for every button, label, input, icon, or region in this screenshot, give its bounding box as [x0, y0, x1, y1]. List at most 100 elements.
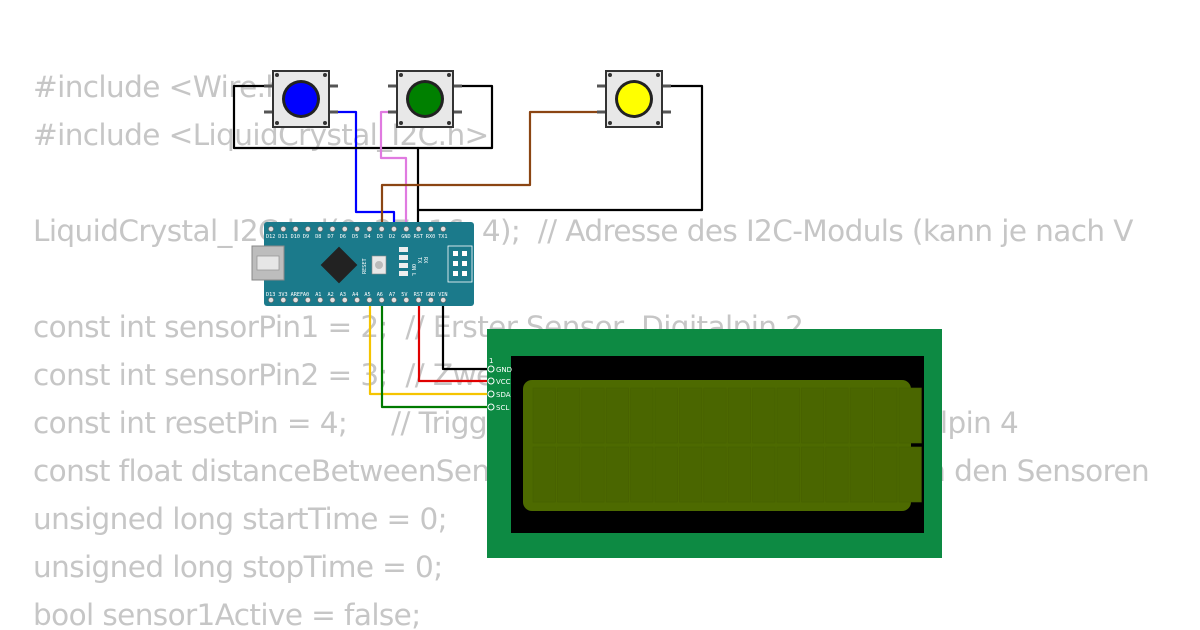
- lcd-char-cell: [679, 446, 703, 503]
- lcd-char-cell: [532, 387, 556, 444]
- wire-black-yellow-btn[interactable]: [416, 84, 704, 212]
- lcd-character-grid: [532, 387, 922, 503]
- pin-hole[interactable]: [354, 226, 360, 232]
- wire-brown[interactable]: [380, 110, 606, 230]
- pin-hole[interactable]: [268, 226, 274, 232]
- lcd-char-cell: [849, 446, 873, 503]
- lcd-pin-gnd[interactable]: [487, 365, 495, 373]
- pin-hole[interactable]: [366, 297, 373, 303]
- icsp-header: [447, 245, 473, 283]
- lcd-char-cell: [654, 387, 678, 444]
- pin-label: D5: [352, 234, 358, 240]
- pin-label: A3: [340, 292, 346, 298]
- pin-hole[interactable]: [354, 297, 360, 303]
- pin-hole[interactable]: [280, 226, 287, 232]
- button-cap: [285, 83, 317, 115]
- pin-hole[interactable]: [329, 297, 336, 303]
- lcd-char-cell: [825, 387, 849, 444]
- pin-label: A1: [315, 292, 321, 298]
- lcd-pin-label: GND: [496, 366, 512, 374]
- wire-black-gnd[interactable]: [441, 297, 496, 371]
- pin-label: GND: [426, 292, 435, 298]
- wire-black-left[interactable]: [232, 84, 420, 230]
- code-line: bool sensor1Active = false;: [33, 598, 421, 630]
- lcd-char-cell: [654, 446, 678, 503]
- wire-green-scl[interactable]: [380, 297, 496, 409]
- pin-hole[interactable]: [317, 226, 324, 232]
- lcd-char-cell: [727, 446, 751, 503]
- pin-hole[interactable]: [440, 297, 447, 303]
- pin-hole[interactable]: [304, 297, 311, 303]
- reset-label: RESET: [362, 258, 368, 274]
- pin-hole[interactable]: [329, 226, 336, 232]
- pin-hole[interactable]: [304, 226, 311, 232]
- pin-hole[interactable]: [391, 297, 397, 303]
- lcd-display[interactable]: 1 GND VCC SDA SCL: [487, 329, 942, 558]
- lcd-char-cell: [898, 446, 922, 503]
- lcd-pin-scl[interactable]: [487, 403, 495, 411]
- pin-hole[interactable]: [366, 226, 373, 232]
- pin-hole[interactable]: [317, 297, 324, 303]
- pin-hole[interactable]: [378, 226, 385, 232]
- pin-label: D4: [364, 234, 370, 240]
- pin-label: RST: [414, 234, 423, 240]
- pin-hole[interactable]: [280, 297, 287, 303]
- lcd-char-cell: [605, 446, 629, 503]
- lcd-pin-label: SDA: [496, 391, 511, 399]
- pin-hole[interactable]: [403, 226, 410, 232]
- lcd-pin-sda[interactable]: [487, 390, 495, 398]
- microcontroller-chip: [320, 246, 358, 284]
- pin-hole[interactable]: [440, 226, 447, 232]
- usb-connector: [251, 245, 285, 281]
- green-pushbutton[interactable]: [388, 70, 462, 128]
- wire-yellow-sda[interactable]: [368, 297, 496, 396]
- pin-hole[interactable]: [391, 226, 397, 232]
- lcd-char-cell: [630, 446, 654, 503]
- wire-blue[interactable]: [328, 110, 396, 230]
- lcd-char-cell: [752, 387, 776, 444]
- pin-label: 5V: [401, 292, 407, 298]
- lcd-char-cell: [874, 387, 898, 444]
- lcd-char-cell: [532, 446, 556, 503]
- pin-hole[interactable]: [415, 297, 422, 303]
- pin-label: D6: [340, 234, 346, 240]
- yellow-pushbutton[interactable]: [597, 70, 671, 128]
- wire-pink[interactable]: [379, 110, 408, 230]
- pin-hole[interactable]: [403, 297, 410, 303]
- pin-hole[interactable]: [427, 297, 434, 303]
- wire-red-vcc[interactable]: [417, 297, 496, 383]
- wire-black-green-btn[interactable]: [416, 84, 494, 150]
- pin-hole[interactable]: [292, 297, 299, 303]
- pin-hole[interactable]: [341, 226, 348, 232]
- blue-pushbutton[interactable]: [264, 70, 338, 128]
- pin-label: A6: [377, 292, 383, 298]
- lcd-char-cell: [849, 387, 873, 444]
- pin-hole[interactable]: [341, 297, 348, 303]
- lcd-char-cell: [703, 387, 727, 444]
- pin-hole[interactable]: [268, 297, 274, 303]
- pin-hole[interactable]: [415, 226, 422, 232]
- wires: [232, 84, 704, 409]
- pin-label: A5: [364, 292, 370, 298]
- pin-label: A4: [352, 292, 358, 298]
- pin-hole[interactable]: [292, 226, 299, 232]
- pin-hole[interactable]: [427, 226, 434, 232]
- lcd-char-cell: [727, 387, 751, 444]
- pin-label: TX1: [438, 234, 447, 240]
- pin-label: GND: [401, 234, 410, 240]
- pin-label: A2: [328, 292, 334, 298]
- pin-label: D8: [315, 234, 321, 240]
- button-cap: [618, 83, 650, 115]
- pin-hole[interactable]: [378, 297, 385, 303]
- lcd-char-cell: [581, 387, 605, 444]
- lcd-char-cell: [801, 387, 825, 444]
- lcd-pin-vcc[interactable]: [487, 377, 495, 385]
- lcd-char-cell: [703, 446, 727, 503]
- lcd-char-cell: [776, 387, 800, 444]
- led-label: ON: [410, 264, 416, 270]
- pin-label: VIN: [438, 292, 447, 298]
- pin-label: 3V3: [278, 292, 287, 298]
- led-label: L: [410, 273, 416, 276]
- lcd-char-cell: [776, 446, 800, 503]
